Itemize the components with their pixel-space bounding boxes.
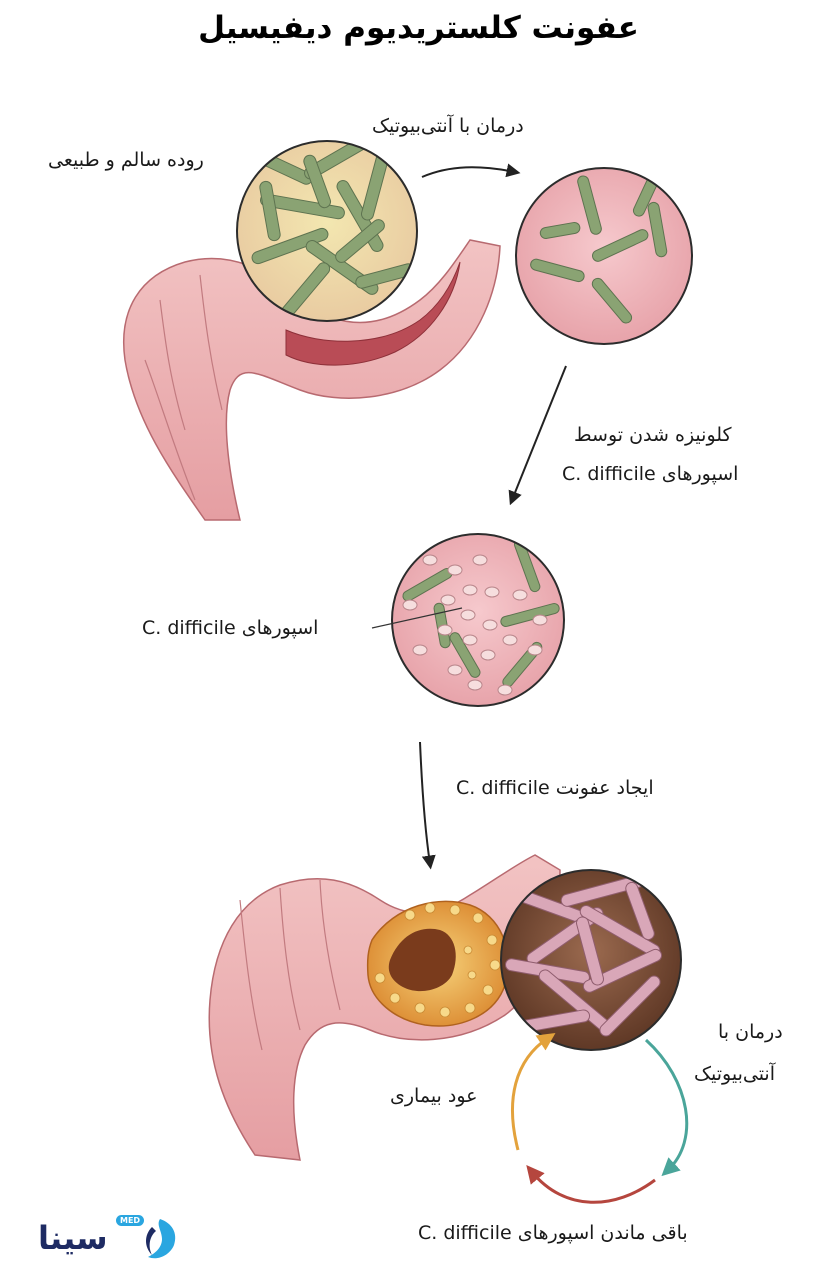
label-remaining-spores: باقی ماندن اسپورهای C. difficile — [418, 1222, 688, 1244]
label-healthy-gut: روده سالم و طبیعی — [48, 149, 204, 171]
healthy-colon-illustration — [123, 239, 501, 521]
post-antibiotic-circle — [515, 167, 693, 345]
label-spores: اسپورهای C. difficile — [142, 617, 319, 639]
arrow-to-antibiotic — [421, 163, 521, 178]
infection-bacteria-circle — [500, 869, 682, 1051]
label-treatment-line2: آنتی‌بیوتیک — [694, 1063, 776, 1085]
label-treatment-line1: درمان با — [718, 1021, 783, 1043]
cycle-arc-treatment — [644, 1038, 689, 1177]
label-colonization-line1: کلونیزه شدن توسط — [574, 424, 732, 446]
healthy-bacteria-circle — [236, 140, 418, 322]
logo-badge: MED — [116, 1215, 145, 1226]
logo-mark-icon — [146, 1219, 176, 1259]
label-colonization-line2: اسپورهای C. difficile — [562, 463, 739, 485]
label-recurrence: عود بیماری — [390, 1085, 478, 1107]
brand-logo[interactable]: سینا MED — [38, 1215, 188, 1265]
logo-text: سینا — [38, 1219, 108, 1257]
infected-colon-illustration — [208, 854, 561, 1161]
label-infection: ایجاد عفونت C. difficile — [456, 777, 654, 799]
recurrence-cycle — [511, 1033, 689, 1204]
spores-pointer-line — [371, 607, 463, 629]
arrow-to-infection — [419, 741, 436, 870]
cycle-arc-recurrence — [511, 1033, 556, 1151]
page-title: عفونت کلستریدیوم دیفیسیل — [198, 10, 639, 46]
spores-circle — [391, 533, 565, 707]
arrow-to-colonization — [508, 365, 567, 506]
label-antibiotic-treatment: درمان با آنتی‌بیوتیک — [372, 115, 524, 137]
cycle-arc-remaining — [526, 1165, 656, 1204]
